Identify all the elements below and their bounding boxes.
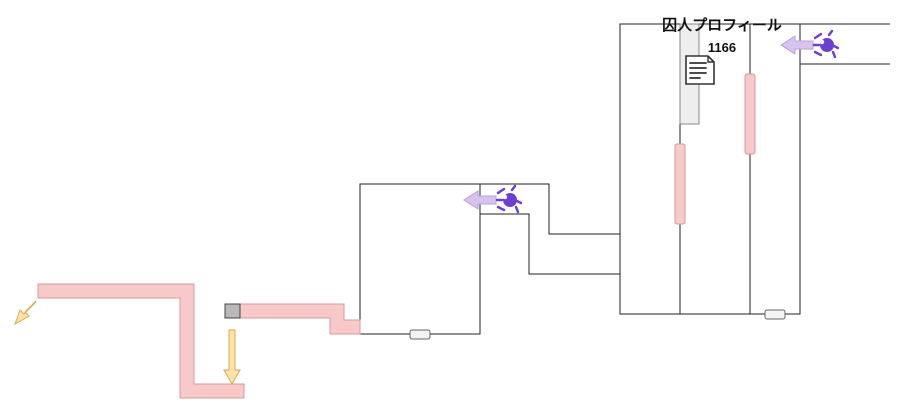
door-small-profile[interactable] bbox=[764, 309, 786, 320]
down-arrow-icon[interactable] bbox=[223, 329, 241, 386]
corridors bbox=[37, 73, 756, 399]
corridor-left[interactable] bbox=[37, 283, 245, 399]
walls bbox=[359, 23, 890, 335]
grab-hand-icon[interactable] bbox=[780, 29, 840, 59]
door-pink-left[interactable] bbox=[674, 143, 686, 225]
room-prisoner-profile bbox=[619, 23, 801, 315]
grab-hand-icon[interactable] bbox=[463, 184, 523, 214]
gate-block[interactable] bbox=[224, 303, 241, 319]
corridor-middle[interactable] bbox=[239, 303, 361, 335]
room-central bbox=[359, 183, 481, 335]
document-icon[interactable] bbox=[685, 55, 715, 85]
room-title: 囚人プロフィール bbox=[662, 17, 782, 34]
door-pink-right[interactable] bbox=[744, 73, 756, 155]
exit-arrow-icon[interactable] bbox=[14, 300, 37, 326]
door-small-central[interactable] bbox=[409, 329, 431, 340]
corridor-lower-wall bbox=[480, 213, 620, 275]
room-id: 1166 bbox=[707, 40, 737, 55]
corridor-upper-wall bbox=[480, 183, 620, 235]
